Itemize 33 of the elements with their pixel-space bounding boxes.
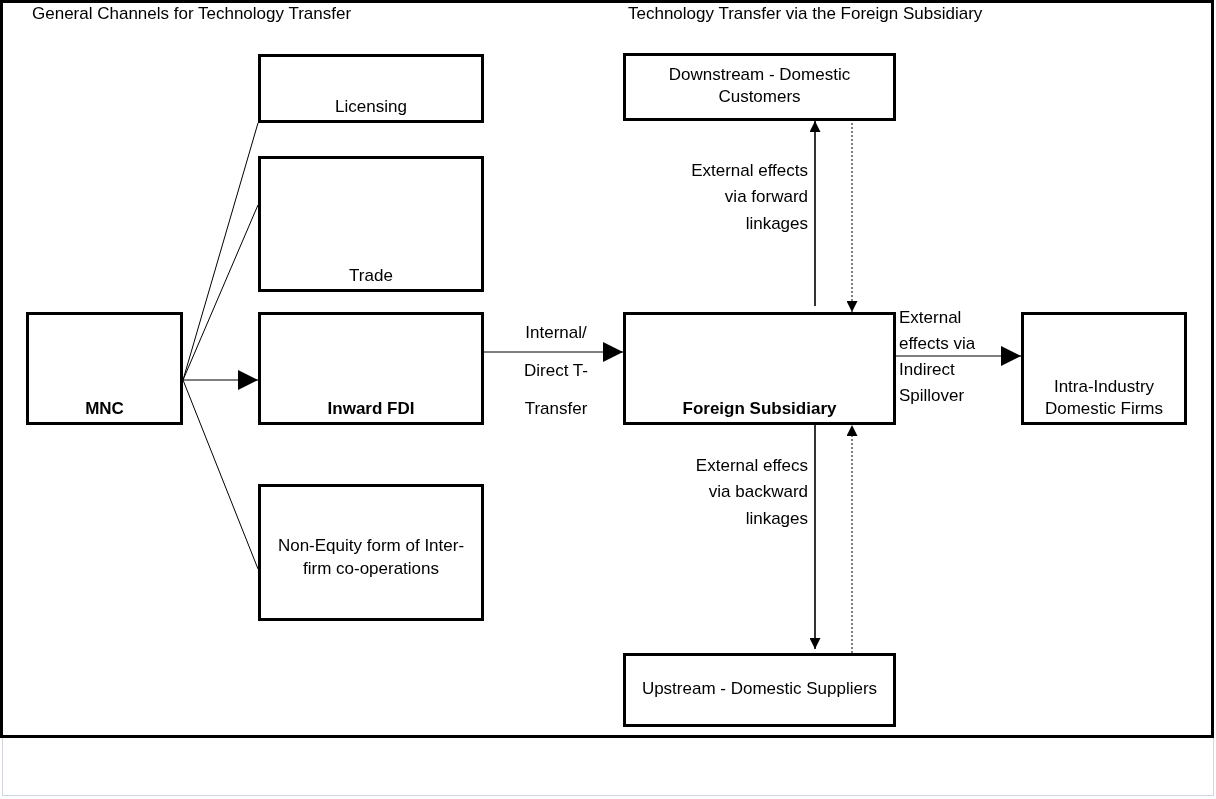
- process-box: [258, 312, 484, 425]
- arrow: [895, 346, 1022, 366]
- box-label: Licensing: [335, 95, 407, 118]
- process-box: [258, 54, 484, 123]
- arrow: [846, 424, 858, 654]
- process-box: [26, 312, 183, 425]
- process-box: [623, 653, 896, 727]
- process-box: [623, 53, 896, 121]
- box-label: Non-Equity form of Inter-firm co-operations: [276, 535, 466, 580]
- section-heading: General Channels for Technology Transfer: [32, 3, 352, 25]
- box-label: Foreign Subsidiary: [682, 397, 837, 420]
- section-heading: Technology Transfer via the Foreign Subsidiary: [628, 3, 983, 25]
- edge-label: External effects via forward linkages: [690, 160, 808, 235]
- box-label: Intra-Industry Domestic Firms: [1043, 375, 1165, 420]
- process-box: [623, 312, 896, 425]
- arrow: [809, 424, 821, 650]
- arrow: [809, 120, 821, 307]
- box-label: Downstream - Domestic Customers: [667, 63, 852, 108]
- process-box: [258, 156, 484, 292]
- box-label: MNC: [85, 397, 124, 420]
- box-label: Inward FDI: [327, 397, 415, 420]
- process-box: [1021, 312, 1187, 425]
- edge-label: External effects via Indirect Spillover: [899, 307, 977, 407]
- arrow: [846, 122, 858, 313]
- arrow: [182, 370, 259, 390]
- connector-line: [182, 379, 259, 570]
- process-box: [258, 484, 484, 621]
- edge-label: Internal/ Direct T-Transfer: [523, 322, 589, 420]
- box-label: Upstream - Domestic Suppliers: [641, 677, 878, 700]
- connector-line: [182, 204, 259, 381]
- box-label: Trade: [349, 264, 393, 287]
- arrow: [483, 342, 624, 362]
- edge-label: External effecs via backward linkages: [694, 455, 808, 530]
